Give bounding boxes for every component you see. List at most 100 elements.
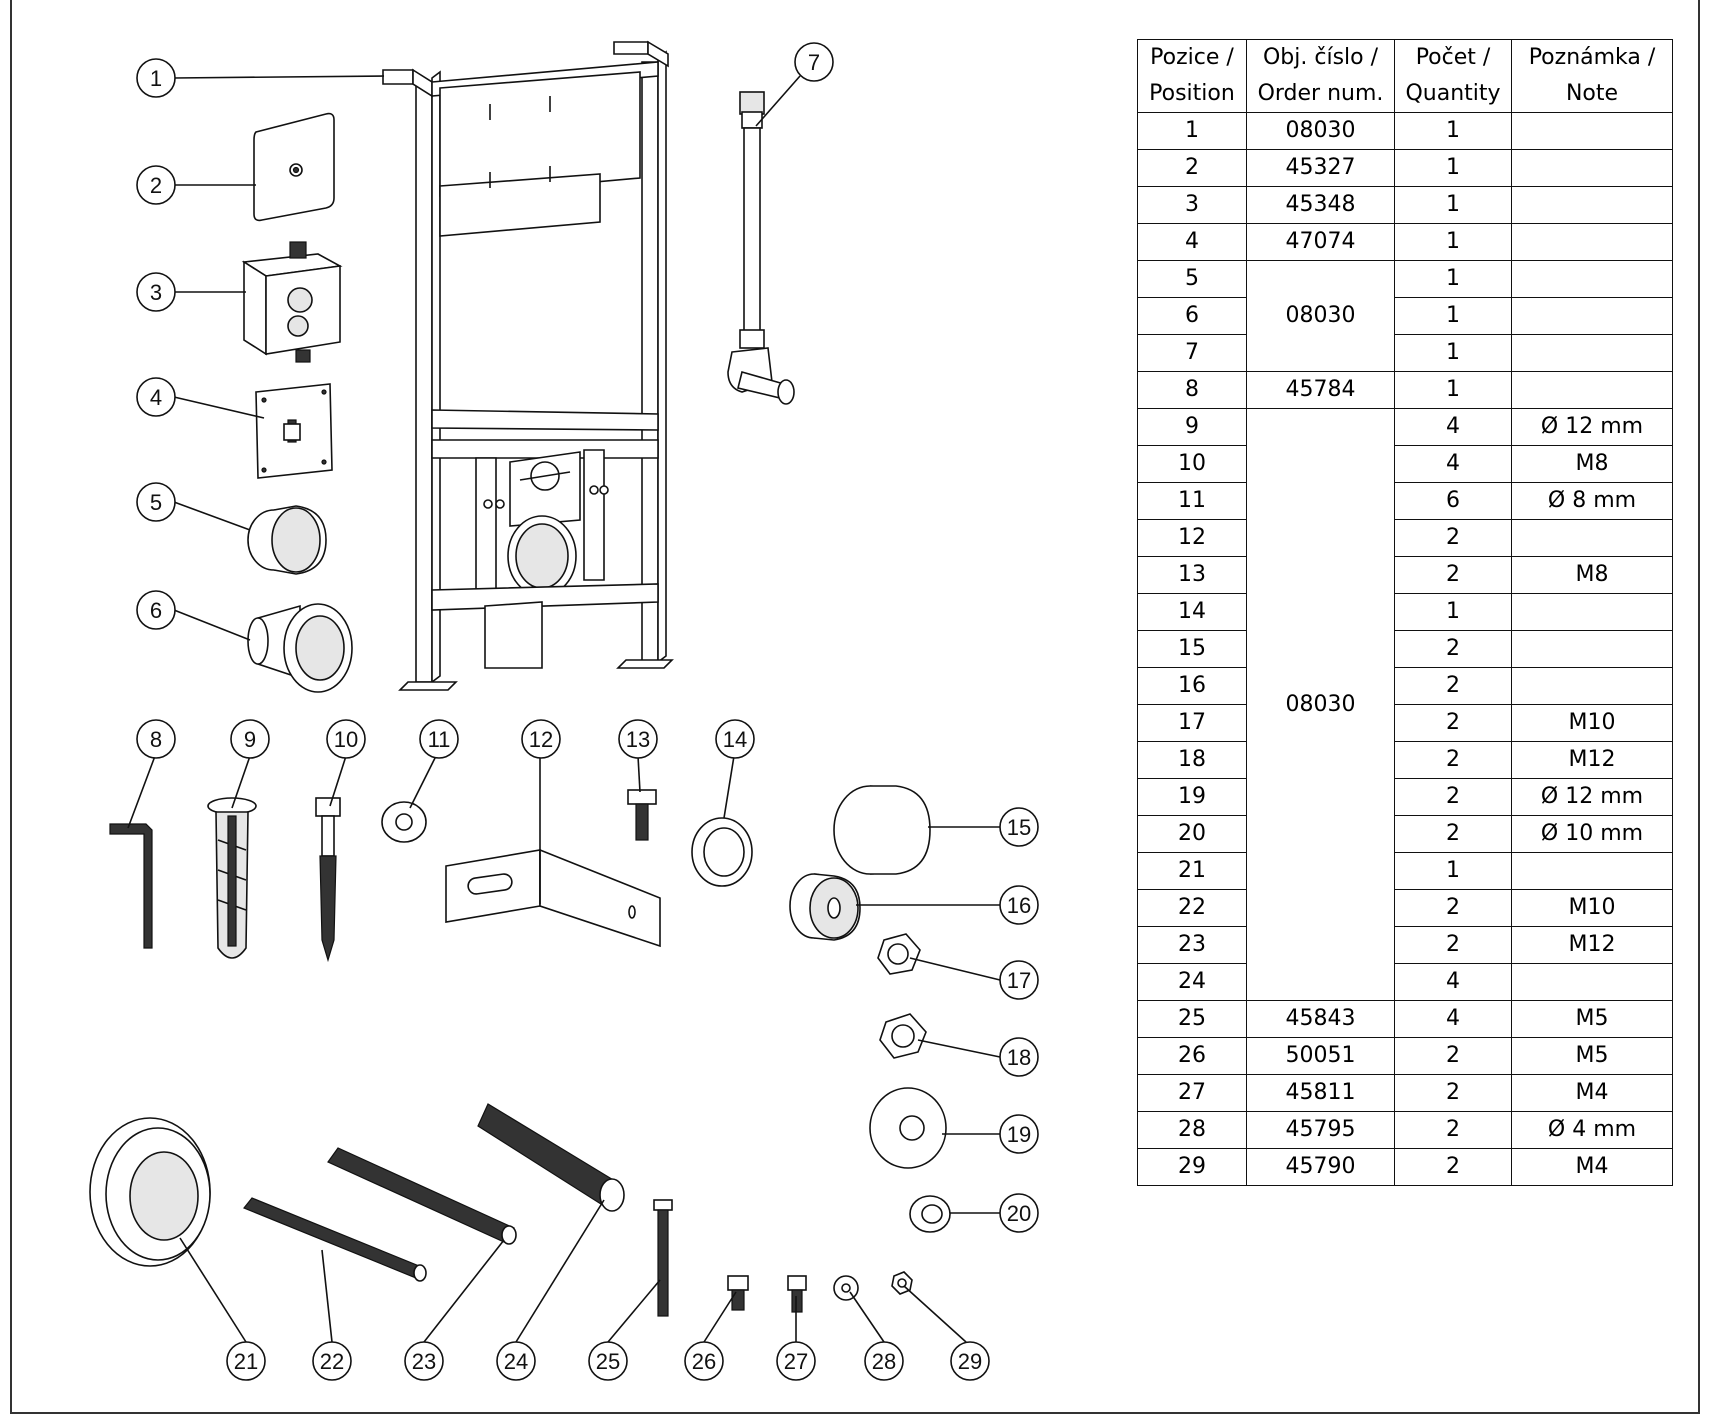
cell-position: 4 bbox=[1137, 223, 1247, 261]
svg-text:24: 24 bbox=[504, 1349, 528, 1374]
cell-position: 6 bbox=[1137, 297, 1247, 335]
cell-order-number: 45843 bbox=[1246, 1000, 1395, 1038]
valve-box-illustration bbox=[241, 241, 343, 363]
cell-quantity: 1 bbox=[1394, 852, 1512, 890]
cell-quantity: 1 bbox=[1394, 186, 1512, 224]
callout-24: 24 bbox=[496, 1341, 536, 1381]
cell-note bbox=[1511, 852, 1673, 890]
cell-order-number: 08030 bbox=[1246, 112, 1395, 150]
svg-text:7: 7 bbox=[808, 50, 820, 75]
cell-position: 11 bbox=[1137, 482, 1247, 520]
cell-quantity: 1 bbox=[1394, 593, 1512, 631]
threaded-rod-m12-illustration bbox=[327, 1147, 517, 1245]
rubber-buffer-illustration bbox=[833, 785, 931, 875]
table-header-row: Position Order num. Quantity Note bbox=[1137, 76, 1673, 113]
callout-21: 21 bbox=[226, 1341, 266, 1381]
svg-text:23: 23 bbox=[412, 1349, 436, 1374]
header-order-number-en: Order num. bbox=[1246, 76, 1395, 113]
svg-text:22: 22 bbox=[320, 1349, 344, 1374]
cell-quantity: 2 bbox=[1394, 667, 1512, 705]
rubber-ring-illustration bbox=[691, 817, 753, 887]
cell-note: M4 bbox=[1511, 1148, 1673, 1186]
parts-list-table: Pozice / Obj. číslo / Počet / Poznámka /… bbox=[1137, 39, 1673, 1186]
cell-quantity: 2 bbox=[1394, 741, 1512, 779]
cell-position: 3 bbox=[1137, 186, 1247, 224]
cell-note: Ø 4 mm bbox=[1511, 1111, 1673, 1149]
table-header-row: Pozice / Obj. číslo / Počet / Poznámka / bbox=[1137, 39, 1673, 76]
cell-quantity: 1 bbox=[1394, 112, 1512, 150]
cell-quantity: 4 bbox=[1394, 1000, 1512, 1038]
cell-note bbox=[1511, 260, 1673, 298]
cell-order-number: 45327 bbox=[1246, 149, 1395, 187]
callout-4: 4 bbox=[136, 377, 176, 417]
connection-sleeve-illustration bbox=[247, 603, 353, 693]
svg-text:11: 11 bbox=[428, 727, 451, 752]
callout-13: 13 bbox=[618, 719, 658, 759]
callout-8: 8 bbox=[136, 719, 176, 759]
cell-note bbox=[1511, 297, 1673, 335]
hex-bolt-illustration bbox=[627, 789, 657, 841]
cell-position: 1 bbox=[1137, 112, 1247, 150]
cell-note bbox=[1511, 630, 1673, 668]
cell-note bbox=[1511, 519, 1673, 557]
callout-23: 23 bbox=[404, 1341, 444, 1381]
cell-order-number: 08030 bbox=[1246, 260, 1395, 372]
cell-position: 12 bbox=[1137, 519, 1247, 557]
svg-text:15: 15 bbox=[1007, 815, 1031, 840]
spacer-bushing-illustration bbox=[789, 873, 861, 941]
cap-screw-m5-illustration bbox=[727, 1275, 749, 1311]
table-row: 16 2 bbox=[1137, 667, 1673, 705]
cell-order-number: 47074 bbox=[1246, 223, 1395, 261]
cell-position: 16 bbox=[1137, 667, 1247, 705]
cell-position: 24 bbox=[1137, 963, 1247, 1001]
cell-note bbox=[1511, 112, 1673, 150]
cell-quantity: 4 bbox=[1394, 408, 1512, 446]
svg-text:3: 3 bbox=[150, 280, 162, 305]
svg-text:12: 12 bbox=[529, 727, 553, 752]
hex-key-illustration bbox=[109, 823, 153, 949]
cell-position: 18 bbox=[1137, 741, 1247, 779]
washer-8mm-illustration bbox=[381, 801, 427, 843]
callout-10: 10 bbox=[326, 719, 366, 759]
cell-position: 10 bbox=[1137, 445, 1247, 483]
svg-text:14: 14 bbox=[723, 727, 747, 752]
svg-text:13: 13 bbox=[626, 727, 650, 752]
callout-9: 9 bbox=[230, 719, 270, 759]
header-quantity: Počet / bbox=[1394, 39, 1512, 76]
cell-note: M8 bbox=[1511, 445, 1673, 483]
cell-note: M12 bbox=[1511, 926, 1673, 964]
callout-15: 15 bbox=[999, 807, 1039, 847]
angle-bracket-illustration bbox=[445, 848, 661, 948]
callout-12: 12 bbox=[521, 719, 561, 759]
hex-wood-screw-illustration bbox=[315, 797, 341, 963]
cell-position: 29 bbox=[1137, 1148, 1247, 1186]
svg-text:4: 4 bbox=[150, 385, 162, 410]
cell-note: M5 bbox=[1511, 1037, 1673, 1075]
cell-position: 21 bbox=[1137, 852, 1247, 890]
cell-note bbox=[1511, 223, 1673, 261]
callout-17: 17 bbox=[999, 960, 1039, 1000]
header-quantity-en: Quantity bbox=[1394, 76, 1512, 113]
header-position: Pozice / bbox=[1137, 39, 1247, 76]
svg-text:9: 9 bbox=[244, 727, 256, 752]
cell-quantity: 1 bbox=[1394, 149, 1512, 187]
cell-note: M10 bbox=[1511, 704, 1673, 742]
callout-7: 7 bbox=[794, 42, 834, 82]
cell-order-number: 45784 bbox=[1246, 371, 1395, 409]
cell-note bbox=[1511, 186, 1673, 224]
callout-27: 27 bbox=[776, 1341, 816, 1381]
svg-text:8: 8 bbox=[150, 727, 162, 752]
cell-quantity: 1 bbox=[1394, 223, 1512, 261]
